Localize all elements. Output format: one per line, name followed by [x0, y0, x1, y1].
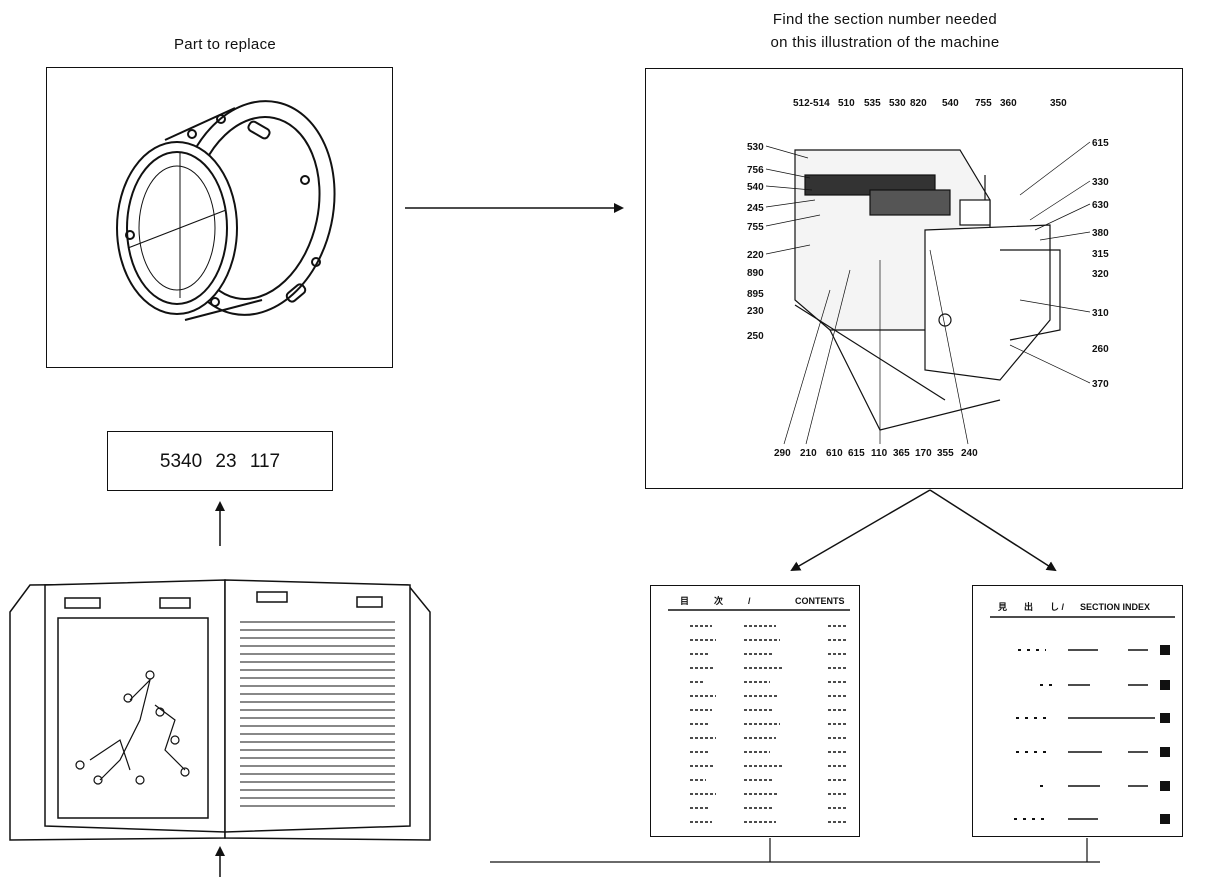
callout-label: 540 [747, 182, 764, 193]
part-number: 5340 23 117 [159, 451, 281, 472]
parts-catalog-book [9, 579, 431, 841]
callout-label: 290 [774, 448, 791, 459]
contents-doc-content: 目 次 / CONTENTS [668, 595, 850, 823]
contents-document [650, 585, 860, 837]
callout-label: 320 [1092, 269, 1109, 280]
index-title-b: 出 [1024, 601, 1033, 612]
callout-label: 250 [747, 331, 764, 342]
callout-label: 540 [942, 98, 959, 109]
find-caption-line1: Find the section number needed [772, 11, 998, 28]
callout-leaders [765, 141, 1091, 445]
callout-label: 230 [747, 306, 764, 317]
callout-label: 220 [747, 250, 764, 261]
callout-labels-left: 530 756 540 245 755 220 890 895 230 250 [747, 142, 764, 342]
callout-label: 535 [864, 98, 881, 109]
find-caption-line2: on this illustration of the machine [770, 34, 1000, 51]
arrow-machine-to-index [929, 489, 1057, 572]
part-number-box: 5340 23 117 [107, 431, 333, 491]
callout-label: 512-514 [793, 98, 830, 109]
part-drawing [116, 100, 336, 321]
bottom-connectors [490, 838, 1100, 863]
callout-label: 350 [1050, 98, 1067, 109]
callout-label: 240 [961, 448, 978, 459]
callout-label: 890 [747, 268, 764, 279]
contents-title-a: 目 [680, 596, 689, 606]
callout-label: 755 [975, 98, 992, 109]
callout-label: 365 [893, 448, 910, 459]
index-title-sep: し / [1050, 602, 1065, 612]
contents-title-en: CONTENTS [795, 596, 845, 606]
callout-label: 820 [910, 98, 927, 109]
callout-label: 260 [1092, 344, 1109, 355]
callout-label: 610 [826, 448, 843, 459]
callout-label: 530 [747, 142, 764, 153]
callout-labels-bottom: 290 210 610 615 110 365 170 355 240 [774, 448, 978, 459]
callout-label: 245 [747, 203, 764, 214]
callout-label: 895 [747, 289, 764, 300]
machine-drawing [794, 149, 1061, 431]
callout-label: 330 [1092, 177, 1109, 188]
arrow-machine-to-contents [790, 489, 931, 572]
callout-label: 615 [848, 448, 865, 459]
callout-label: 370 [1092, 379, 1109, 390]
callout-label: 615 [1092, 138, 1109, 149]
callout-label: 170 [915, 448, 932, 459]
contents-title-b: 次 [714, 595, 723, 606]
callout-label: 315 [1092, 249, 1109, 260]
callout-label: 530 [889, 98, 906, 109]
callout-label: 380 [1092, 228, 1109, 239]
callout-labels-right: 615 330 630 380 315 320 310 260 370 [1092, 138, 1109, 390]
callout-label: 756 [747, 165, 764, 176]
index-doc-content: 見 出 し / SECTION INDEX [990, 601, 1175, 824]
callout-label: 510 [838, 98, 855, 109]
callout-label: 755 [747, 222, 764, 233]
callout-label: 630 [1092, 200, 1109, 211]
callout-label: 310 [1092, 308, 1109, 319]
section-index-document [972, 585, 1183, 837]
contents-title-sep: / [748, 596, 751, 606]
callout-label: 110 [871, 448, 888, 459]
index-title-en: SECTION INDEX [1080, 602, 1150, 612]
callout-label: 360 [1000, 98, 1017, 109]
callout-labels-top: 512-514 510 535 530 820 540 755 360 350 [793, 98, 1067, 109]
part-caption: Part to replace [173, 36, 277, 53]
callout-label: 355 [937, 448, 954, 459]
index-title-a: 見 [997, 602, 1007, 612]
callout-label: 210 [800, 448, 817, 459]
